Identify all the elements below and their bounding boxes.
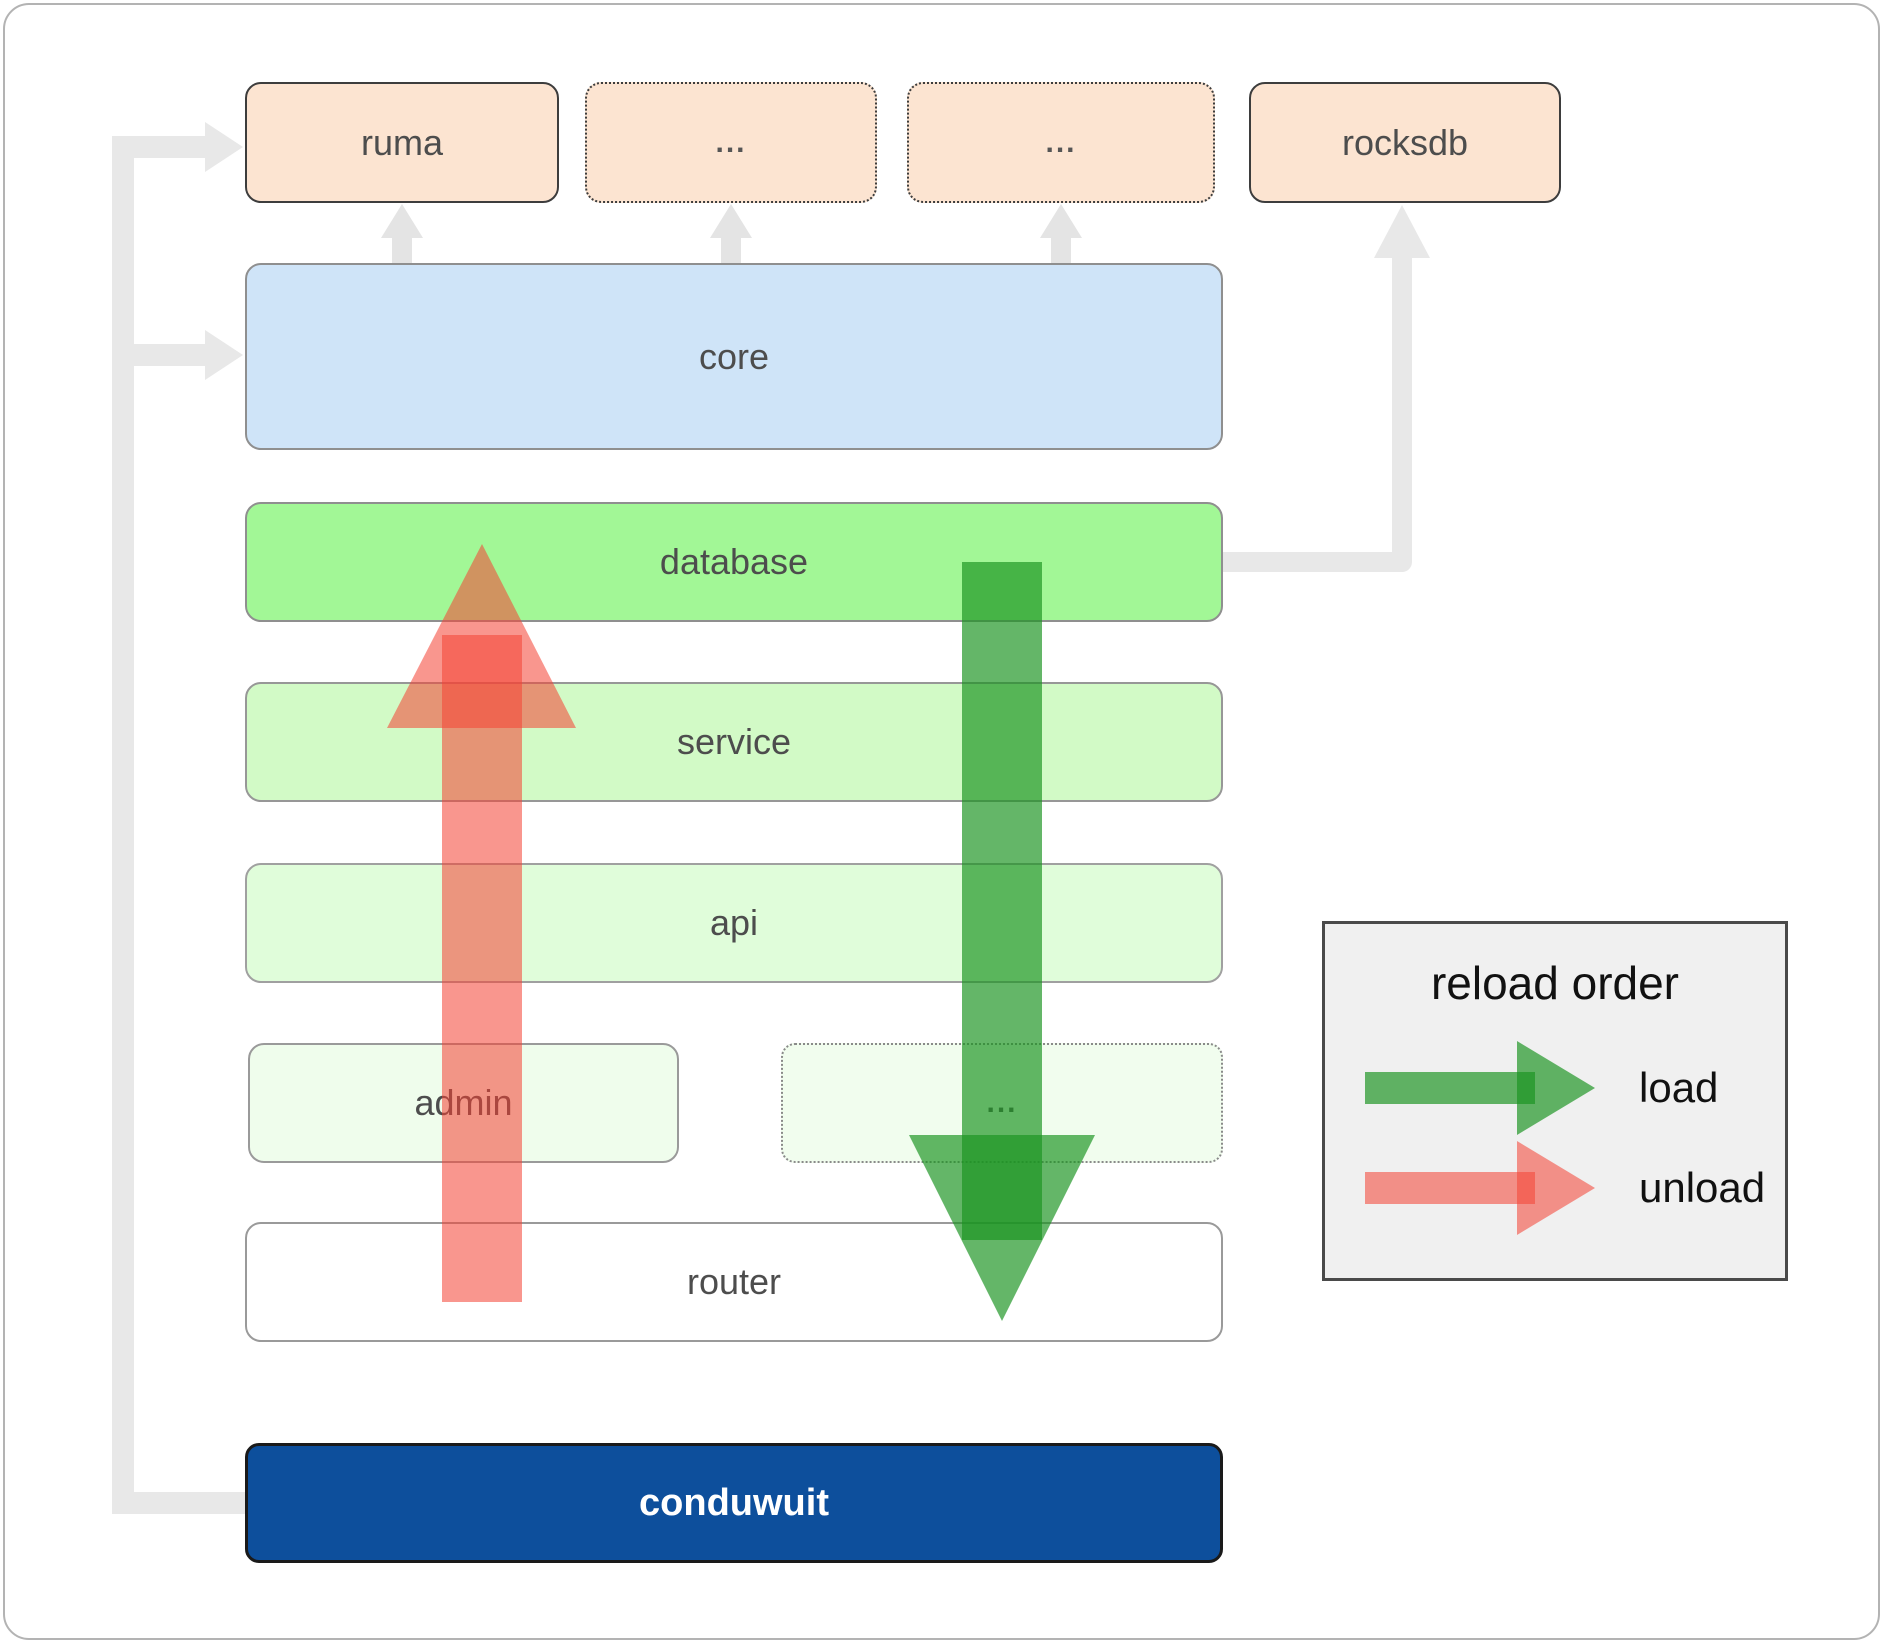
- database-to-rocksdb-connector: [1223, 205, 1430, 572]
- box-dots-top-1: ...: [585, 82, 877, 203]
- legend-reload-order: reload order load unload: [1322, 921, 1788, 1281]
- arrowhead-to-core-icon: [205, 330, 243, 380]
- box-database: database: [245, 502, 1223, 622]
- box-dots-admin-label: ...: [986, 1086, 1018, 1119]
- box-core: core: [245, 263, 1223, 450]
- legend-unload-label: unload: [1639, 1164, 1766, 1211]
- box-core-label: core: [698, 335, 770, 377]
- box-service-label: service: [676, 721, 792, 762]
- box-conduwuit: conduwuit: [245, 1443, 1223, 1563]
- core-to-dots1-arrow-icon: [710, 204, 752, 264]
- legend-load-arrow-icon: [1365, 1041, 1595, 1135]
- box-dots-top-1-label: ...: [715, 125, 747, 159]
- box-rocksdb: rocksdb: [1249, 82, 1561, 203]
- box-api-label: api: [709, 902, 759, 943]
- box-dots-admin: ...: [781, 1043, 1223, 1163]
- arrowhead-to-rocksdb-icon: [1374, 205, 1430, 258]
- box-dots-top-2: ...: [907, 82, 1215, 203]
- legend-title: reload order: [1430, 957, 1680, 1009]
- legend-row-load: load: [1365, 1038, 1718, 1138]
- box-api: api: [245, 863, 1223, 983]
- box-dots-top-2-label: ...: [1045, 125, 1077, 159]
- box-ruma-label: ruma: [360, 121, 444, 163]
- legend-load-label: load: [1639, 1064, 1719, 1111]
- box-service: service: [245, 682, 1223, 802]
- box-admin: admin: [248, 1043, 679, 1163]
- conduwuit-to-ruma-core-connector: [112, 122, 245, 1514]
- box-router: router: [245, 1222, 1223, 1342]
- box-database-label: database: [659, 541, 809, 582]
- legend-row-unload: unload: [1365, 1138, 1765, 1238]
- box-admin-label: admin: [414, 1082, 513, 1123]
- box-rocksdb-label: rocksdb: [1341, 121, 1469, 163]
- box-router-label: router: [686, 1261, 782, 1302]
- legend-unload-arrow-icon: [1365, 1141, 1595, 1235]
- arrowhead-to-ruma-icon: [205, 122, 243, 172]
- box-ruma: ruma: [245, 82, 559, 203]
- core-to-dots2-arrow-icon: [1040, 204, 1082, 264]
- box-conduwuit-label: conduwuit: [639, 1481, 829, 1524]
- core-to-ruma-arrow-icon: [381, 204, 423, 264]
